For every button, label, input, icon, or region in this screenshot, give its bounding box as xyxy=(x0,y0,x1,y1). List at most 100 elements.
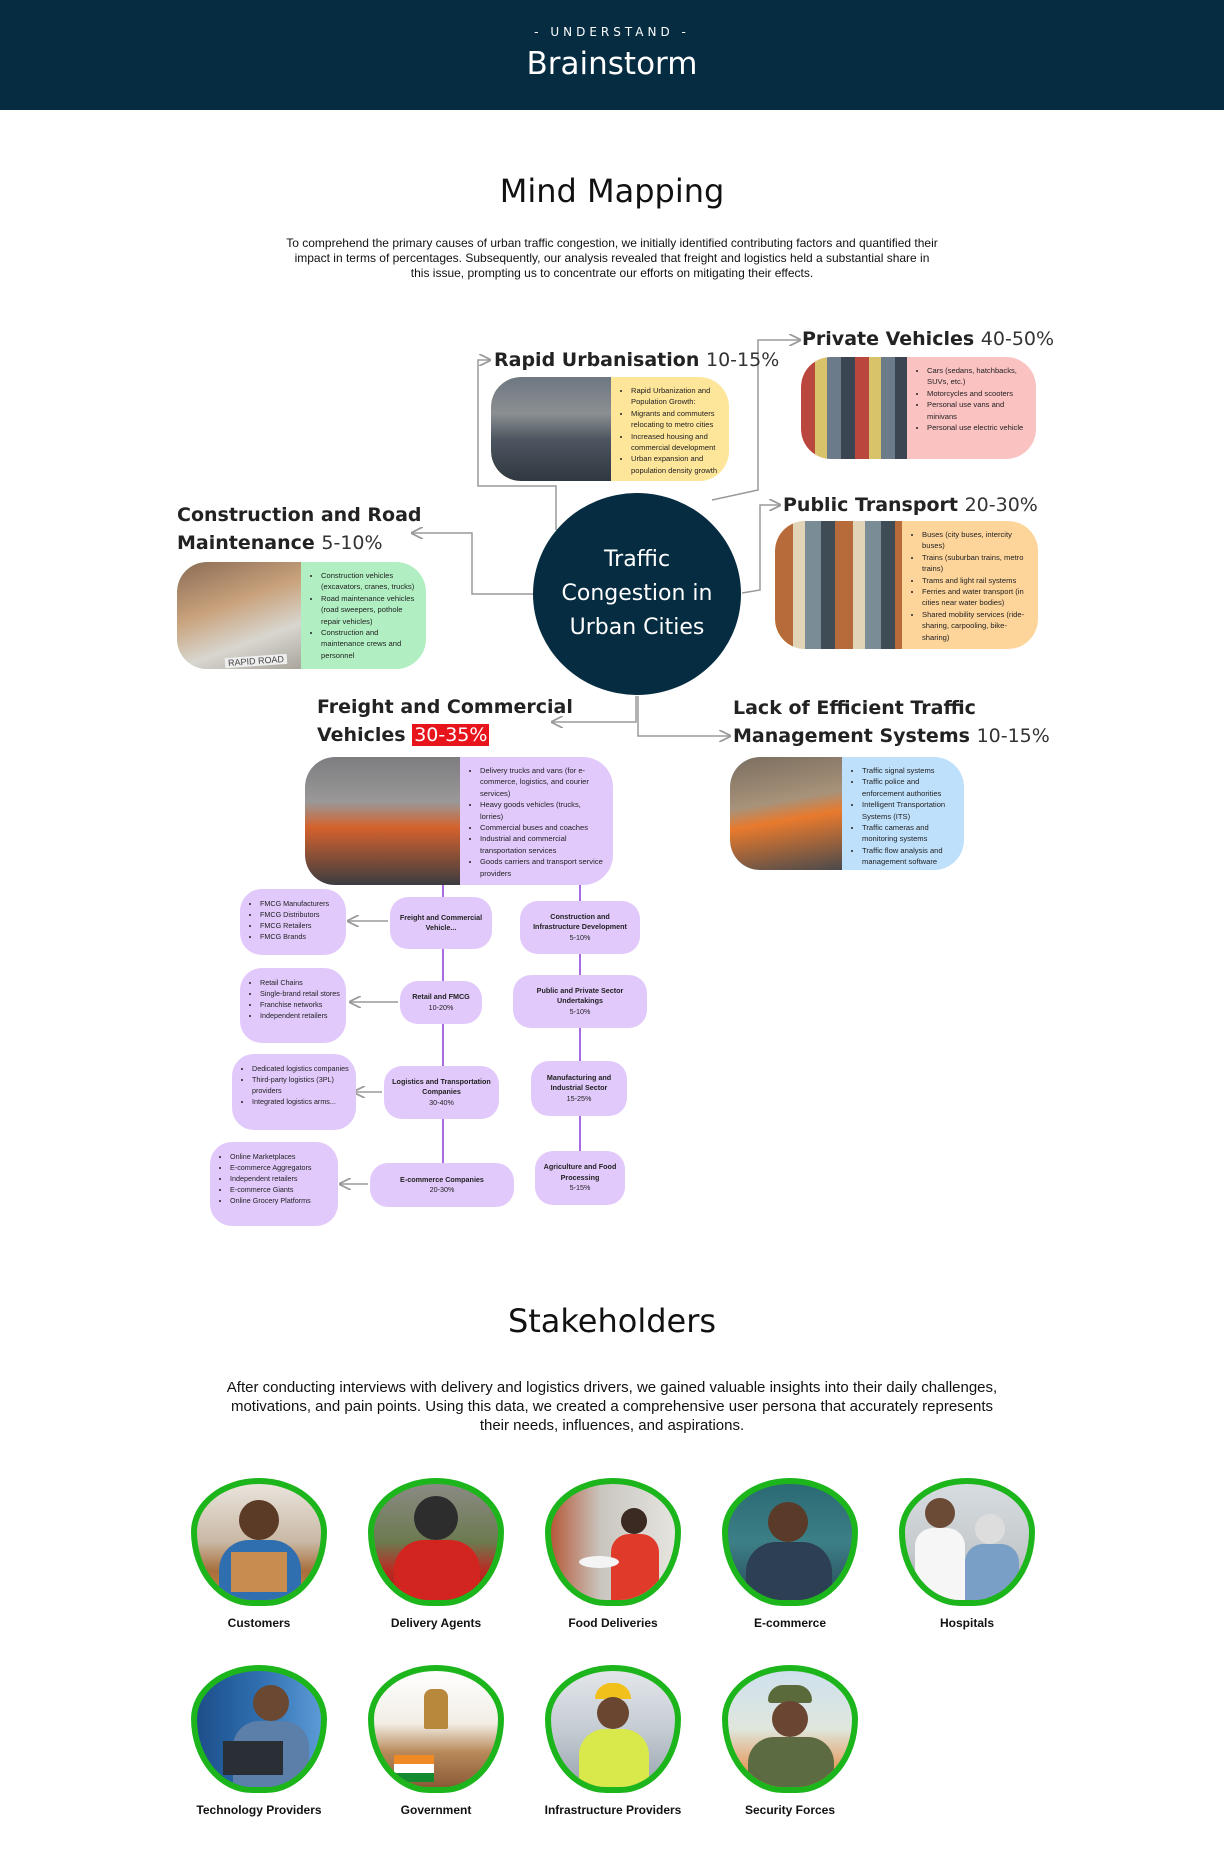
stakeholder-label: Technology Providers xyxy=(196,1803,322,1817)
construction-photo-sign: RAPID ROAD xyxy=(224,653,288,669)
right-pill-construction-name: Construction and Infrastructure Developm… xyxy=(533,911,627,932)
stakeholder-label: Infrastructure Providers xyxy=(544,1803,682,1817)
right-pill-public-private-pct: 5-10% xyxy=(569,1006,591,1016)
hospital-photo-icon xyxy=(899,1478,1035,1606)
stakeholder-label: E-commerce xyxy=(753,1616,827,1630)
list-item: Independent retailers xyxy=(230,1173,332,1184)
list-item: Trams and light rail systems xyxy=(922,575,1028,586)
list-item: Integrated logistics arms... xyxy=(252,1096,350,1107)
stakeholders-intro: After conducting interviews with deliver… xyxy=(226,1379,998,1434)
connector-public xyxy=(741,505,780,594)
center-node-label: Traffic Congestion in Urban Cities xyxy=(561,547,713,640)
stakeholder-security: Security Forces xyxy=(720,1665,860,1818)
left-blob-retail-list: Retail ChainsSingle-brand retail storesF… xyxy=(240,968,346,1027)
list-item: Trains (suburban trains, metro trains) xyxy=(922,552,1028,575)
node-construction-card: RAPID ROAD Construction vehicles (excava… xyxy=(177,562,426,669)
list-item: E-commerce Aggregators xyxy=(230,1162,332,1173)
stakeholder-label: Customers xyxy=(227,1616,291,1630)
infrastructure-photo-icon xyxy=(545,1665,681,1793)
node-freight-name-2: Vehicles xyxy=(317,724,406,746)
stakeholder-infrastructure: Infrastructure Providers xyxy=(543,1665,683,1818)
left-blob-fmcg: FMCG ManufacturersFMCG DistributorsFMCG … xyxy=(240,889,346,955)
node-public-name: Public Transport xyxy=(783,494,958,516)
node-lack-name-2: Management Systems xyxy=(733,725,970,747)
list-item: Increased housing and commercial develop… xyxy=(631,431,719,454)
node-construction-pct: 5-10% xyxy=(321,532,383,554)
private-vehicles-photo xyxy=(801,357,907,459)
node-lack-name-1: Lack of Efficient Traffic xyxy=(733,697,976,719)
list-item: Road maintenance vehicles (road sweepers… xyxy=(321,593,416,627)
security-photo-icon xyxy=(722,1665,858,1793)
stakeholder-food-deliveries: Food Deliveries xyxy=(543,1478,683,1631)
list-item: E-commerce Giants xyxy=(230,1184,332,1195)
node-rapid-title: Rapid Urbanisation 10-15% xyxy=(494,346,779,374)
list-item: Single-brand retail stores xyxy=(260,988,340,999)
public-transport-photo xyxy=(775,521,902,649)
list-item: Third-party logistics (3PL) providers xyxy=(252,1074,350,1096)
node-freight-card: Delivery trucks and vans (for e-commerce… xyxy=(305,757,613,885)
stakeholder-label: Delivery Agents xyxy=(390,1616,482,1630)
left-pill-freight-name: Freight and Commercial Vehicle... xyxy=(399,912,483,933)
stakeholder-ecommerce: E-commerce xyxy=(720,1478,860,1631)
node-construction-name-1: Construction and Road xyxy=(177,504,422,526)
left-pill-ecommerce-pct: 20-30% xyxy=(429,1185,455,1194)
list-item: FMCG Brands xyxy=(260,931,340,942)
node-private-list: Cars (sedans, hatchbacks, SUVs, etc.)Mot… xyxy=(907,357,1036,459)
list-item: Personal use vans and minivans xyxy=(927,399,1026,422)
list-item: FMCG Distributors xyxy=(260,909,340,920)
food-delivery-photo-icon xyxy=(545,1478,681,1606)
node-rapid-list: Rapid Urbanization and Population Growth… xyxy=(611,377,729,481)
right-pill-agriculture-name: Agriculture and Food Processing xyxy=(543,1162,617,1182)
node-lack-title: Lack of Efficient Traffic Management Sys… xyxy=(733,694,1050,750)
right-pill-construction-pct: 5-10% xyxy=(569,932,591,942)
left-pill-retail-name: Retail and FMCG xyxy=(412,992,470,1001)
left-blob-ecommerce-list: Online MarketplacesE-commerce Aggregator… xyxy=(210,1142,338,1212)
list-item: Construction vehicles (excavators, crane… xyxy=(321,570,416,593)
left-blob-ecommerce: Online MarketplacesE-commerce Aggregator… xyxy=(210,1142,338,1226)
node-freight-name-1: Freight and Commercial xyxy=(317,696,573,718)
page-header: - UNDERSTAND - Brainstorm xyxy=(0,0,1224,110)
construction-photo: RAPID ROAD xyxy=(177,562,301,669)
list-item: FMCG Manufacturers xyxy=(260,898,340,909)
node-lack-card: Traffic signal systemsTraffic police and… xyxy=(730,757,964,870)
stakeholders-title: Stakeholders xyxy=(507,1302,717,1340)
traffic-management-photo xyxy=(730,757,842,870)
connector-construction xyxy=(412,533,534,595)
stakeholder-delivery-agents: Delivery Agents xyxy=(366,1478,506,1631)
right-pill-public-private-name: Public and Private Sector Undertakings xyxy=(536,985,624,1006)
node-rapid-card: Rapid Urbanization and Population Growth… xyxy=(491,377,729,481)
freight-photo xyxy=(305,757,460,885)
list-item: Cars (sedans, hatchbacks, SUVs, etc.) xyxy=(927,365,1026,388)
left-pill-logistics-name: Logistics and Transportation Companies xyxy=(392,1076,491,1097)
list-item: Buses (city buses, intercity buses) xyxy=(922,529,1028,552)
stakeholder-label: Government xyxy=(400,1803,472,1817)
right-pill-manufacturing-pct: 15-25% xyxy=(566,1093,592,1103)
connector-rapid xyxy=(477,360,557,530)
left-pill-retail-pct: 10-20% xyxy=(428,1002,454,1012)
rapid-urbanisation-photo xyxy=(491,377,611,481)
list-item: FMCG Retailers xyxy=(260,920,340,931)
delivery-agent-photo-icon xyxy=(368,1478,504,1606)
list-item: Intelligent Transportation Systems (ITS) xyxy=(862,799,954,822)
stakeholder-customers: Customers xyxy=(189,1478,329,1631)
list-item: Personal use electric vehicle xyxy=(927,422,1026,433)
left-blob-logistics: Dedicated logistics companiesThird-party… xyxy=(232,1054,356,1130)
stakeholder-label: Hospitals xyxy=(939,1616,994,1630)
node-rapid-pct: 10-15% xyxy=(705,349,780,371)
list-item: Online Marketplaces xyxy=(230,1151,332,1162)
customer-photo-icon xyxy=(191,1478,327,1606)
node-public-title: Public Transport 20-30% xyxy=(783,491,1038,519)
node-private-card: Cars (sedans, hatchbacks, SUVs, etc.)Mot… xyxy=(801,357,1036,459)
stakeholder-hospitals: Hospitals xyxy=(897,1478,1037,1631)
list-item: Rapid Urbanization and Population Growth… xyxy=(631,385,719,408)
section-eyebrow: - UNDERSTAND - xyxy=(534,25,690,39)
list-item: Urban expansion and population density g… xyxy=(631,453,719,476)
list-item: Goods carriers and transport service pro… xyxy=(480,856,603,879)
connector-lack xyxy=(637,696,730,736)
list-item: Heavy goods vehicles (trucks, lorries) xyxy=(480,799,603,822)
list-item: Ferries and water transport (in cities n… xyxy=(922,586,1028,609)
